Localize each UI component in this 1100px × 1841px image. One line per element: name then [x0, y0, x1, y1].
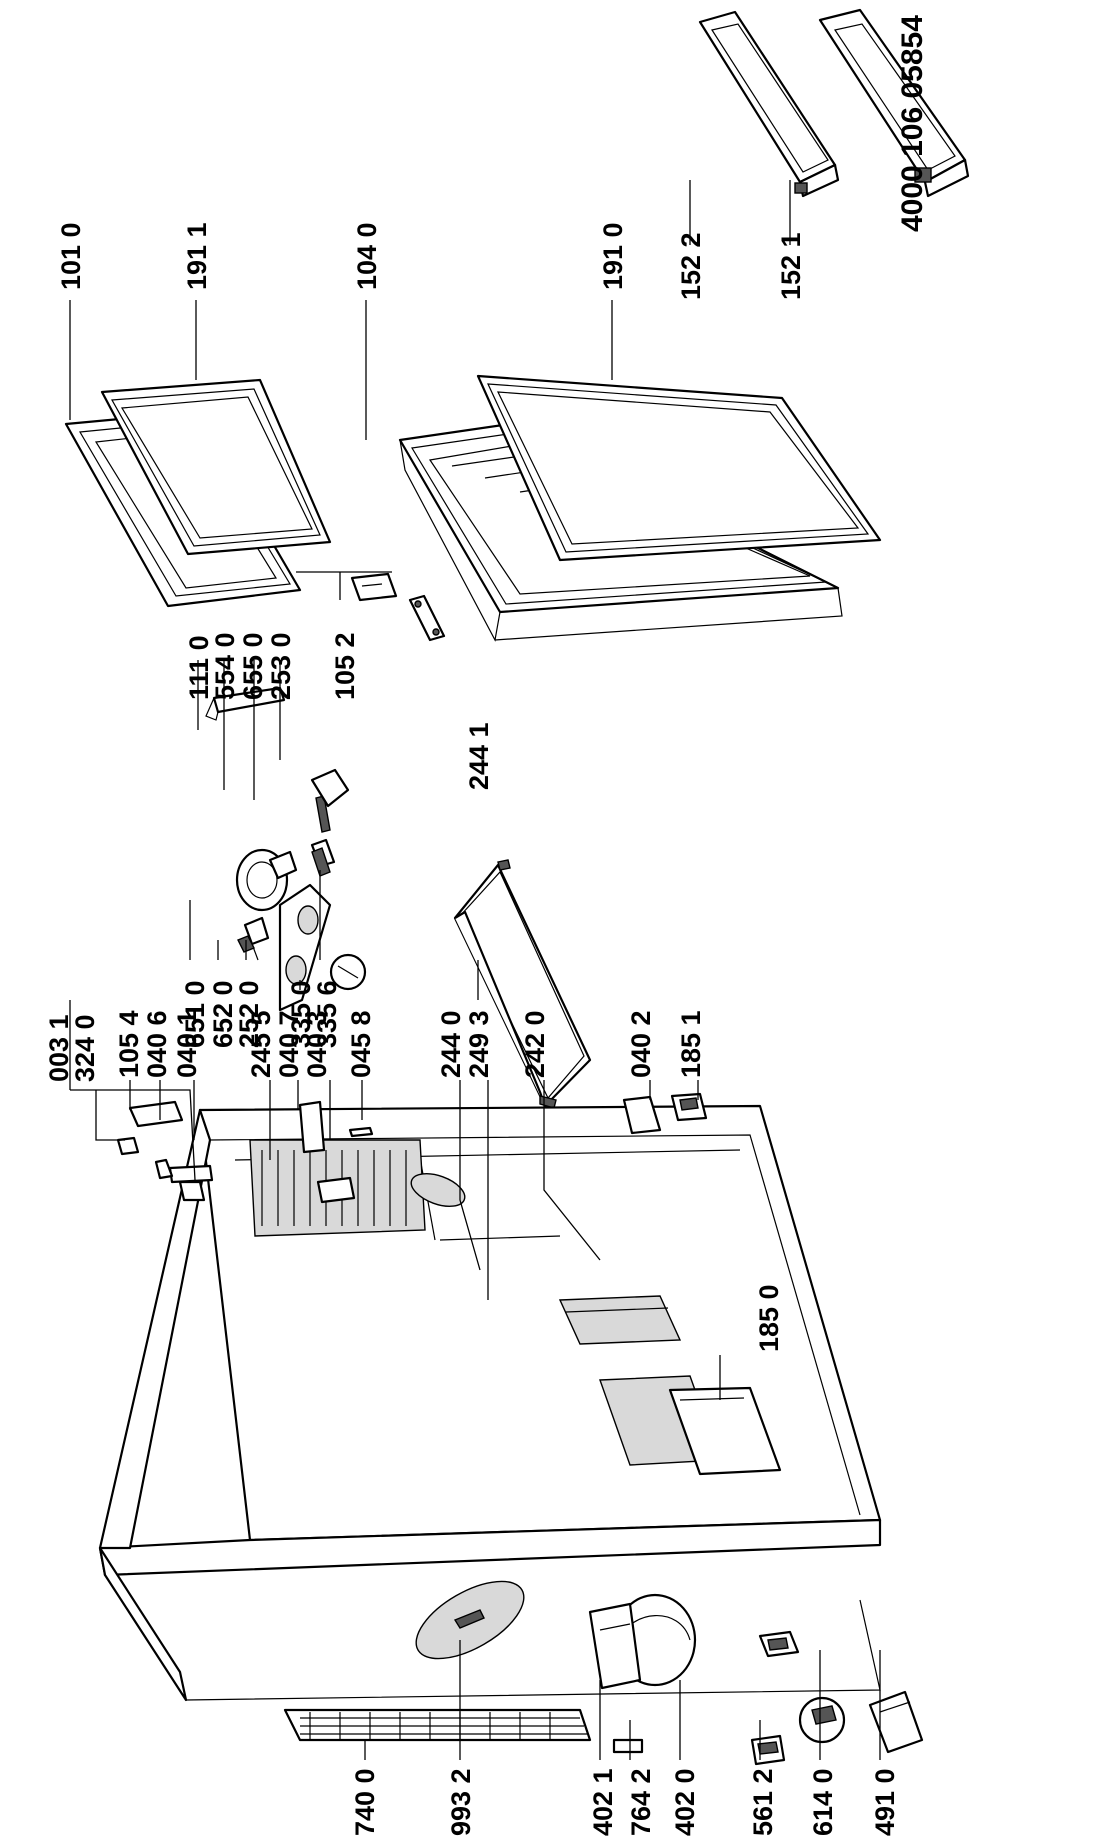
thermostat-knob-bracket — [237, 916, 270, 961]
label-191-1: 191 1 — [182, 222, 212, 290]
fridge-door-gasket — [476, 374, 882, 562]
lamp-spring — [311, 847, 331, 877]
label-655-0: 655 0 — [238, 632, 268, 700]
door-bin-small — [698, 10, 840, 198]
label-185-1: 185 1 — [676, 1010, 706, 1078]
label-253-0: 253 0 — [266, 632, 296, 700]
door-bin-large — [818, 8, 970, 198]
hinge-top — [168, 1164, 214, 1202]
hinge-bottom — [622, 1095, 662, 1135]
label-491-0: 491 0 — [870, 1768, 900, 1836]
label-252-0: 252 0 — [234, 980, 264, 1048]
label-554-0: 554 0 — [210, 632, 240, 700]
dryer-filter — [612, 1738, 644, 1754]
label-614-0: 614 0 — [808, 1768, 838, 1836]
hinge-pin-top — [154, 1158, 174, 1180]
lamp-bulb — [310, 768, 350, 808]
water-collector — [415, 1580, 525, 1660]
lamp-housing-inner — [410, 1173, 466, 1207]
starter-relay — [750, 1734, 786, 1766]
label-764-2: 764 2 — [626, 1768, 656, 1836]
label-244-0: 244 0 — [436, 1010, 466, 1078]
cabinet-shelf-lower — [558, 1295, 682, 1345]
label-402-0: 402 0 — [670, 1768, 700, 1836]
door-hinge-parts — [350, 572, 446, 642]
label-104-0: 104 0 — [352, 222, 382, 290]
overload-protector — [798, 1696, 846, 1744]
door-stop — [116, 1136, 140, 1156]
condenser-coil — [283, 1708, 592, 1742]
part-labels: 003 1 324 0 105 4 040 6 040 1 245 5 040 … — [44, 15, 929, 1836]
label-335-0: 335 0 — [286, 980, 316, 1048]
label-244-1: 244 1 — [464, 722, 494, 790]
label-101-0: 101 0 — [56, 222, 86, 290]
label-105-4: 105 4 — [114, 1010, 144, 1078]
label-045-8: 045 8 — [346, 1010, 376, 1078]
hinge-cover — [205, 686, 286, 721]
label-249-3: 249 3 — [464, 1010, 494, 1078]
freezer-door-gasket — [100, 378, 332, 556]
label-402-1: 402 1 — [588, 1768, 618, 1836]
label-652-0: 652 0 — [208, 980, 238, 1048]
label-105-2: 105 2 — [330, 632, 360, 700]
label-040-2: 040 2 — [626, 1010, 656, 1078]
label-335-6: 335 6 — [312, 980, 342, 1048]
leader-lines — [69, 180, 881, 1760]
label-740-0: 740 0 — [350, 1768, 380, 1836]
label-111-0: 111 0 — [184, 635, 214, 700]
thermostat-knob — [329, 953, 367, 991]
hinge-bracket-lower — [758, 1630, 800, 1658]
label-152-2: 152 2 — [676, 232, 706, 300]
door-stop-top — [128, 1100, 184, 1128]
vegetable-drawer — [668, 1386, 782, 1476]
label-003-1: 003 1 — [44, 1014, 74, 1082]
label-651-0: 651 0 — [180, 980, 210, 1048]
label-191-0: 191 0 — [598, 222, 628, 290]
label-152-1: 152 1 — [776, 232, 806, 300]
hinge-bracket-bottom — [670, 1092, 708, 1122]
label-561-2: 561 2 — [748, 1768, 778, 1836]
terminal-cover — [868, 1690, 924, 1754]
label-040-1: 040 1 — [172, 1010, 202, 1078]
label-242-0: 242 0 — [520, 1010, 550, 1078]
label-040-6: 040 6 — [142, 1010, 172, 1078]
label-993-2: 993 2 — [446, 1768, 476, 1836]
hinge-pin-middle — [348, 1126, 374, 1138]
label-185-0: 185 0 — [754, 1284, 784, 1352]
label-245-5: 245 5 — [246, 1010, 276, 1078]
hinge-middle — [298, 1100, 356, 1204]
label-040-3: 040 3 — [302, 1010, 332, 1078]
thermostat-housing — [278, 883, 332, 1012]
document-code: 4000 106 05854 — [896, 15, 929, 232]
lamp-holder — [235, 848, 298, 912]
compressor — [588, 1593, 697, 1690]
label-324-0: 324 0 — [70, 1014, 100, 1082]
label-040-7: 040 7 — [274, 1010, 304, 1078]
